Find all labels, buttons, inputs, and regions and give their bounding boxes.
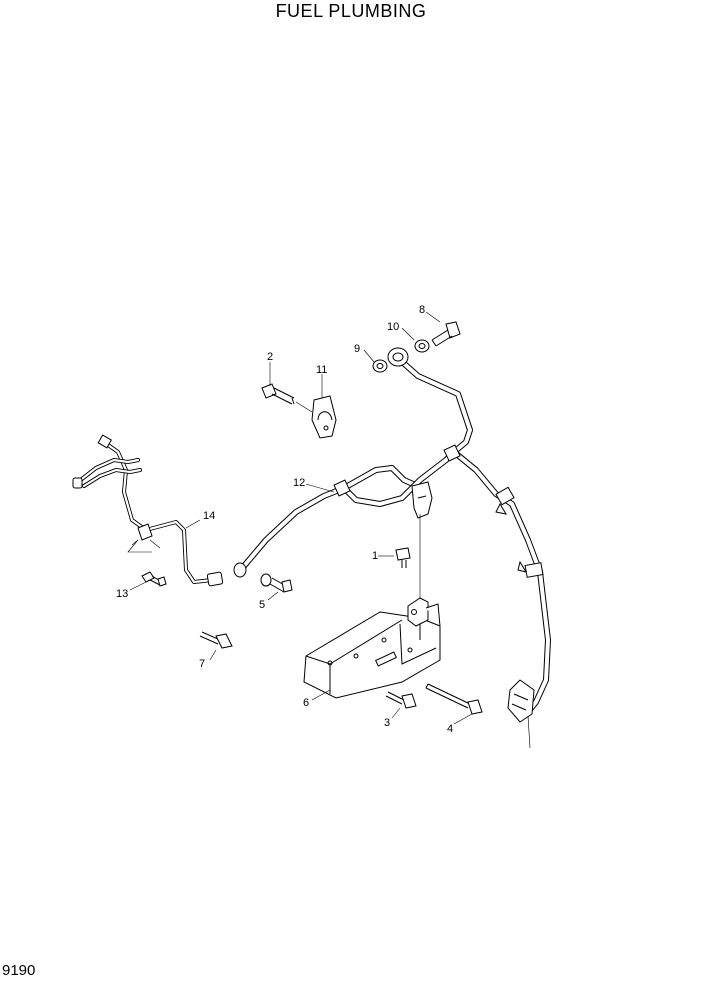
callout-3: 3 bbox=[384, 717, 390, 729]
callout-9: 9 bbox=[354, 343, 360, 355]
bolt-8 bbox=[431, 321, 461, 347]
callout-5: 5 bbox=[259, 599, 265, 611]
callout-10: 10 bbox=[387, 321, 399, 333]
page-number: 9190 bbox=[2, 962, 36, 979]
fuel-line-14 bbox=[72, 434, 224, 587]
bolt-7 bbox=[199, 631, 233, 649]
callout-1: 1 bbox=[372, 550, 378, 562]
callout-7: 7 bbox=[199, 658, 205, 670]
callout-13: 13 bbox=[116, 588, 128, 600]
callout-8: 8 bbox=[419, 304, 425, 316]
page-title: FUEL PLUMBING bbox=[275, 1, 427, 21]
callout-14: 14 bbox=[203, 510, 215, 522]
callout-12: 12 bbox=[293, 477, 305, 489]
bolt-1 bbox=[395, 547, 411, 568]
callout-11: 11 bbox=[316, 364, 327, 376]
bolt-3 bbox=[385, 691, 417, 709]
washer-10 bbox=[414, 339, 430, 353]
bolt-13 bbox=[141, 571, 167, 587]
leader-lines bbox=[129, 311, 473, 725]
washer-9 bbox=[372, 359, 388, 373]
bolt-4 bbox=[425, 683, 483, 715]
bracket-6 bbox=[303, 597, 441, 699]
bolt-5 bbox=[260, 573, 293, 593]
bolt-2 bbox=[261, 383, 313, 413]
fuel-line-12 bbox=[233, 347, 551, 749]
callout-6: 6 bbox=[303, 697, 309, 709]
callout-2: 2 bbox=[267, 351, 273, 363]
clamp-11 bbox=[311, 395, 337, 439]
callout-4: 4 bbox=[447, 723, 453, 735]
